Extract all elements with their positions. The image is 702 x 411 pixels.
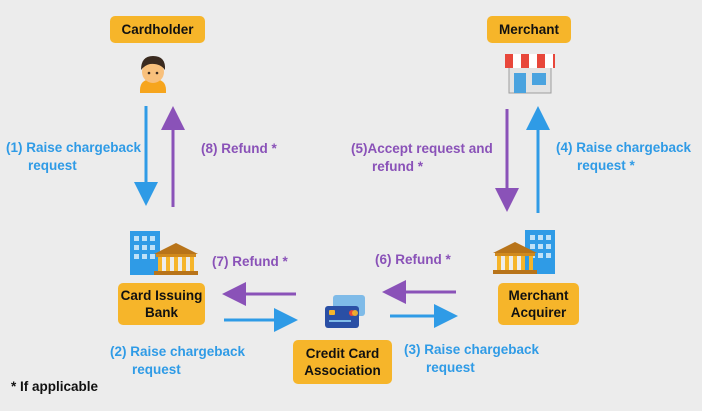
step-1-line2: request: [28, 158, 77, 173]
step-2-label: (2) Raise chargeback request: [110, 343, 245, 379]
step-7-text: (7) Refund *: [212, 254, 288, 269]
node-merchant-acquirer: Merchant Acquirer: [498, 283, 579, 325]
step-3-line1: (3) Raise chargeback: [404, 342, 540, 357]
node-merchant-acquirer-line2: Acquirer: [510, 305, 567, 320]
footnote: * If applicable: [11, 379, 99, 394]
step-3-line2: request: [426, 360, 475, 375]
step-4-line2: request *: [577, 158, 635, 173]
credit-card-icon: [325, 295, 365, 328]
step-2-line1: (2) Raise chargeback: [110, 344, 246, 359]
storefront-icon: [505, 54, 555, 94]
step-5-line2: refund *: [372, 159, 424, 174]
node-card-issuing-bank: Card Issuing Bank: [118, 283, 205, 325]
step-1-line1: (1) Raise chargeback: [6, 140, 142, 155]
person-icon: [140, 56, 166, 93]
node-merchant: Merchant: [487, 16, 571, 43]
node-merchant-label: Merchant: [498, 22, 559, 37]
bank-building-icon: [493, 230, 555, 274]
step-8-label: (8) Refund *: [201, 140, 277, 158]
node-credit-card-association-line2: Association: [304, 363, 381, 378]
node-card-issuing-bank-line1: Card Issuing: [120, 288, 203, 303]
step-4-label: (4) Raise chargeback request *: [556, 139, 691, 175]
node-credit-card-association: Credit Card Association: [293, 340, 392, 384]
bank-building-icon: [130, 231, 198, 275]
step-6-text: (6) Refund *: [375, 252, 451, 267]
step-1-label: (1) Raise chargeback request: [6, 139, 141, 175]
node-card-issuing-bank-line2: Bank: [144, 305, 178, 320]
step-2-line2: request: [132, 362, 181, 377]
step-5-label: (5)Accept request and refund *: [351, 140, 493, 176]
node-credit-card-association-line1: Credit Card: [305, 346, 380, 361]
node-cardholder: Cardholder: [110, 16, 205, 43]
node-merchant-acquirer-line1: Merchant: [508, 288, 569, 303]
step-3-label: (3) Raise chargeback request: [404, 341, 539, 377]
step-8-text: (8) Refund *: [201, 141, 277, 156]
step-4-line1: (4) Raise chargeback: [556, 140, 692, 155]
node-cardholder-label: Cardholder: [121, 22, 194, 37]
step-7-label: (7) Refund *: [212, 253, 288, 271]
step-6-label: (6) Refund *: [375, 251, 451, 269]
step-5-line1: (5)Accept request and: [351, 141, 493, 156]
